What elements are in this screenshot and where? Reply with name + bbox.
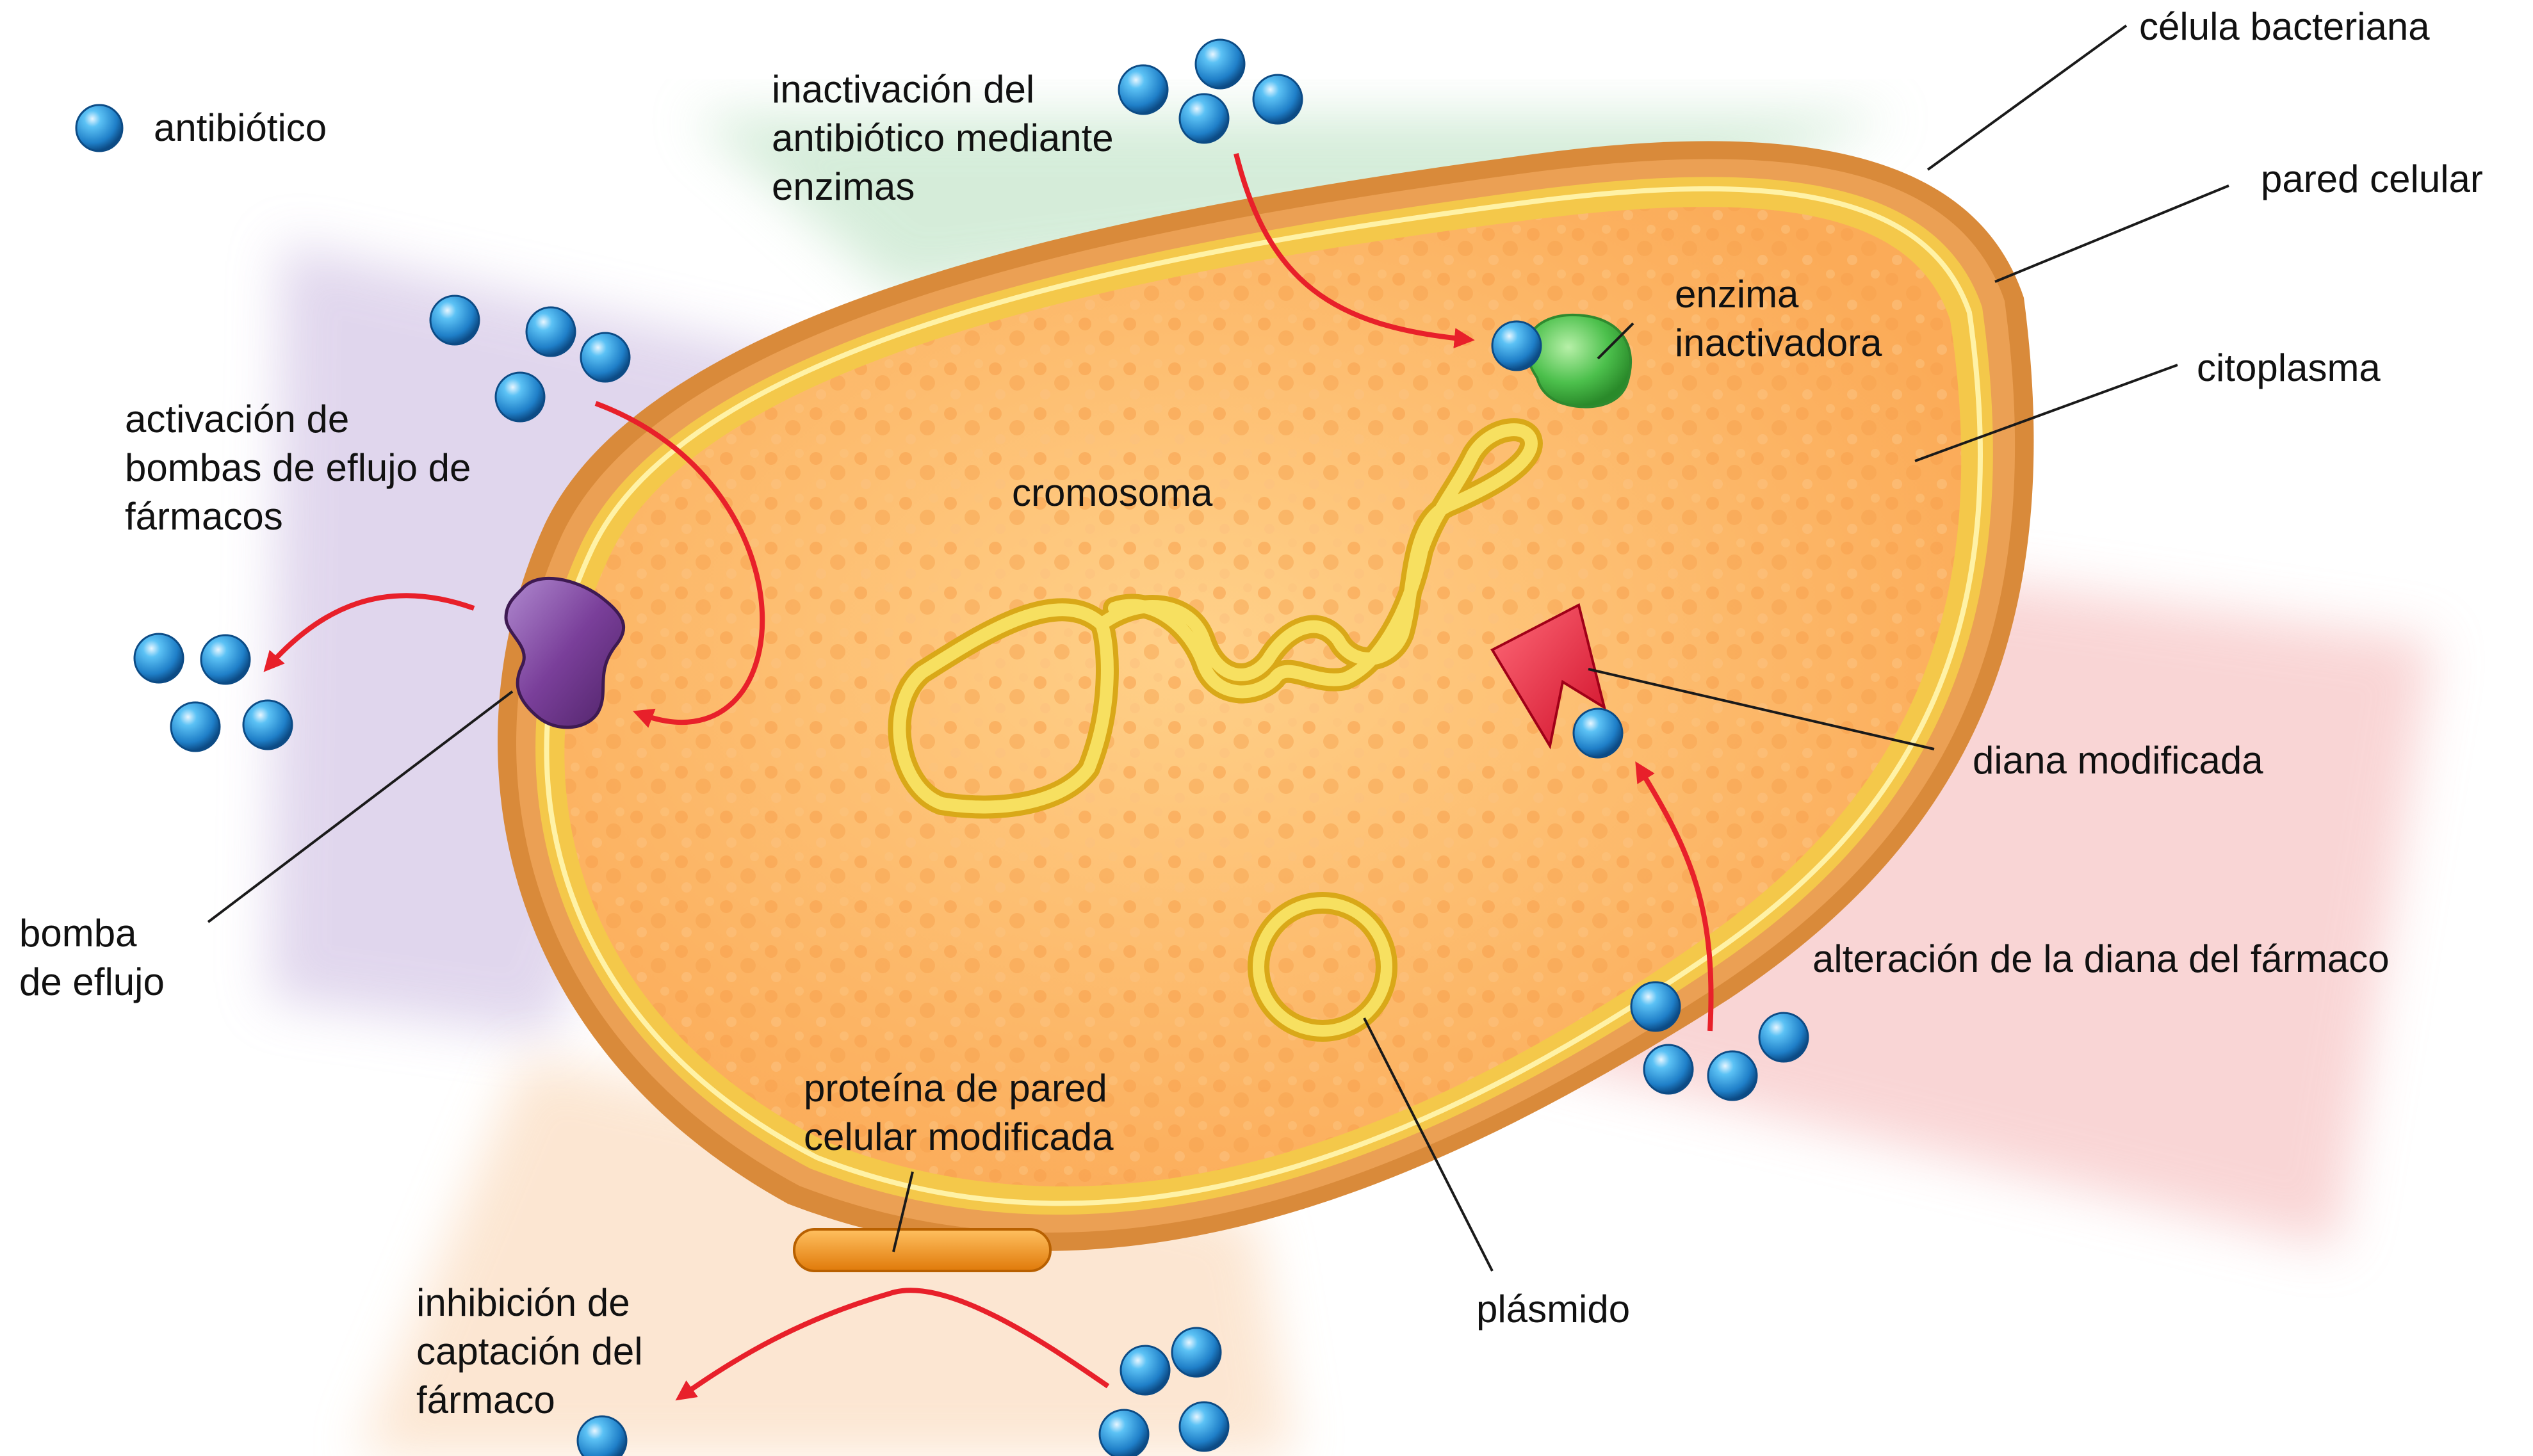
antibiotic-sphere-icon [1631,982,1680,1031]
antibiotic-sphere-icon [201,635,250,684]
antibiotic-sphere-icon [243,700,292,749]
label-plasmid: plásmido [1476,1288,1630,1331]
leader-cell-wall [1995,186,2229,282]
antibiotic-sphere-icon [581,333,630,382]
antibiotic-sphere-icon [171,702,220,751]
antibiotic-sphere-icon [134,634,183,683]
label-bacterial-cell: célula bacteriana [2139,5,2430,48]
antibiotic-sphere-icon [1644,1045,1693,1094]
label-modified-target: diana modificada [1973,739,2263,782]
antibiotic-sphere-icon [1574,709,1622,757]
antibiotic-sphere-icon [1180,1402,1228,1451]
antibiotic-sphere-icon [430,296,479,344]
legend-antibiotic-label: antibiótico [154,106,327,149]
wall-protein-icon [794,1229,1050,1271]
antibiotic-sphere-icon [1196,40,1244,88]
antibiotic-sphere-icon [1119,65,1168,114]
label-cell-wall: pared celular [2261,158,2483,200]
antibiotic-sphere-icon [1492,321,1541,370]
label-target-alteration: alteración de la diana del fármaco [1812,937,2390,980]
antibiotic-sphere-icon [1100,1410,1148,1456]
antibiotic-sphere-icon [1121,1346,1169,1395]
antibiotic-sphere-icon [496,373,544,421]
antibiotic-sphere-icon [1708,1051,1757,1100]
antibiotic-sphere-icon [1180,94,1228,143]
antibiotic-sphere-icon [1253,75,1302,124]
antibiotic-sphere-icon [526,307,575,356]
label-chromosome: cromosoma [1012,471,1213,514]
leader-bacterial-cell [1928,26,2126,170]
antibiotic-sphere-icon [1759,1013,1808,1062]
antibiotic-sphere-icon [578,1416,626,1456]
label-efflux-pump: bomba de eflujo [19,912,165,1003]
antibiotic-sphere-icon [76,105,122,151]
label-cytoplasm: citoplasma [2197,346,2381,389]
antibiotic-sphere-icon [1172,1328,1221,1377]
